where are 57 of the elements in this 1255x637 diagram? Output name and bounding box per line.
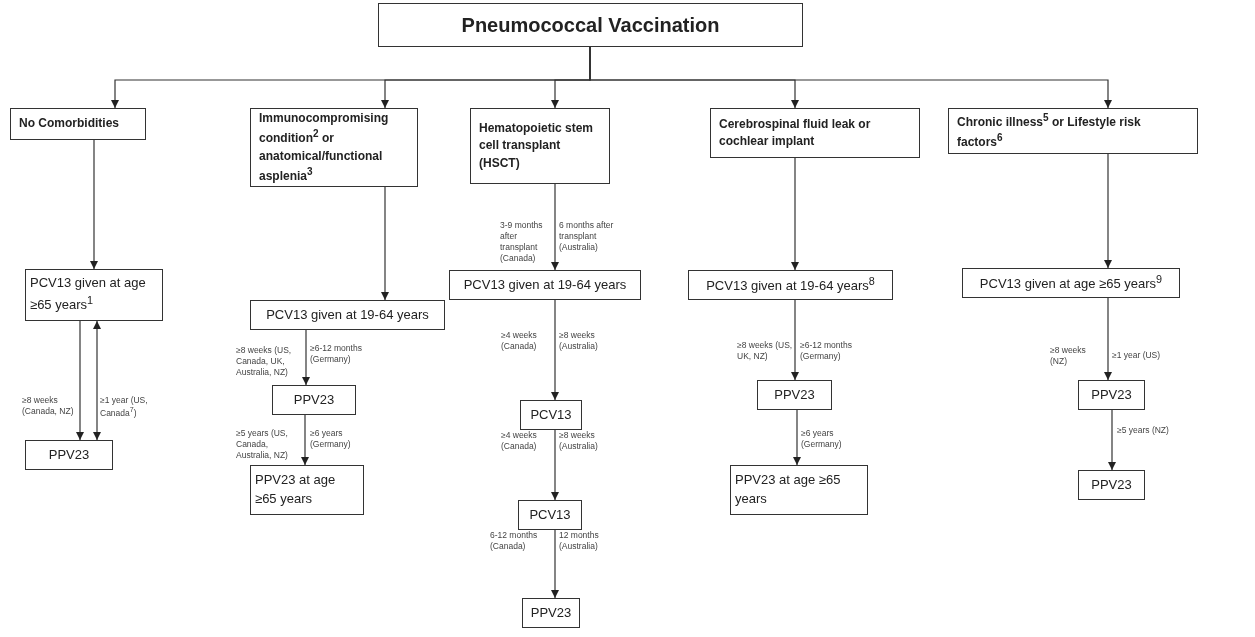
edge-label: ≥8 weeks (US, UK, NZ)	[737, 340, 793, 363]
edge-label: ≥8 weeks (US, Canada, UK, Australia, NZ)	[236, 345, 293, 379]
process-box: PCV13 given at 19-64 years	[250, 300, 445, 330]
process-box: PPV23 at age ≥65 years	[250, 465, 364, 515]
interval-note: ≥8 weeks (Australia)	[559, 430, 599, 453]
arrow	[551, 529, 559, 599]
arrow	[93, 320, 101, 441]
process-box: PCV13	[520, 400, 582, 430]
arrow	[90, 139, 98, 270]
edge-label: 3-9 months after transplant (Canada)	[500, 220, 544, 265]
interval-note: 12 months (Australia)	[559, 530, 600, 553]
process-box: PPV23	[1078, 380, 1145, 410]
interval-note: ≥6-12 months (Germany)	[310, 343, 363, 366]
arrow	[302, 329, 310, 386]
interval-note: ≥6-12 months (Germany)	[800, 340, 853, 363]
title-box: Pneumococcal Vaccination	[378, 3, 803, 47]
edge-label: ≥5 years (NZ)	[1117, 425, 1170, 437]
process-box: PPV23	[1078, 470, 1145, 500]
arrow	[1104, 297, 1112, 381]
process-box: PPV23 at age ≥65 years	[730, 465, 868, 515]
interval-note: ≥8 weeks (Australia)	[559, 330, 599, 353]
category-box: Cerebrospinal fluid leak or cochlear implant	[710, 108, 920, 158]
arrow	[791, 299, 799, 381]
process-box: PCV13	[518, 500, 582, 530]
edge-label: 6-12 months (Canada)	[490, 530, 539, 553]
process-box: PPV23	[272, 385, 356, 415]
edge-label: ≥5 years (US, Canada, Australia, NZ)	[236, 428, 289, 462]
process-box: PCV13 given at 19-64 years$^{8}$	[688, 270, 893, 300]
process-box: PCV13 given at 19-64 years	[449, 270, 641, 300]
edge-label: ≥8 weeks (NZ)	[1050, 345, 1087, 368]
process-box: PPV23	[25, 440, 113, 470]
arrow	[551, 183, 559, 271]
category-box: Hematopoietic stem cell transplant (HSCT)	[470, 108, 610, 184]
interval-note: ≥6 years (Germany)	[310, 428, 352, 451]
process-box: PPV23	[522, 598, 580, 628]
arrow	[793, 409, 801, 466]
arrow	[1104, 153, 1112, 269]
arrow	[381, 186, 389, 301]
process-box: PCV13 given at age ≥65 years$^{9}$	[962, 268, 1180, 298]
category-box: Immunocompromising condition$^{2}$ or anatomical/functional asplenia$^{3}$	[250, 108, 418, 187]
edge-label: ≥4 weeks (Canada)	[501, 330, 538, 353]
edge-label: ≥6 years (Germany)	[801, 428, 843, 451]
arrow	[301, 414, 309, 466]
edge-label: ≥1 year (US, Canada$^{7}$)	[100, 395, 149, 419]
category-box: Chronic illness$^{5}$ or Lifestyle risk factors$^{6}$	[948, 108, 1198, 154]
arrow	[76, 320, 84, 441]
process-box: PPV23	[757, 380, 832, 410]
arrow	[551, 429, 559, 501]
interval-note: ≥1 year (US)	[1112, 350, 1162, 362]
arrow	[791, 157, 799, 271]
process-box: PCV13 given at age ≥65 years$^{1}$	[25, 269, 163, 321]
category-box: No Comorbidities	[10, 108, 146, 140]
edge-label: ≥4 weeks (Canada)	[501, 430, 538, 453]
arrow	[1108, 409, 1116, 471]
interval-note: 6 months after transplant (Australia)	[559, 220, 615, 254]
edge-label: ≥8 weeks (Canada, NZ)	[22, 395, 75, 418]
arrow	[551, 299, 559, 401]
